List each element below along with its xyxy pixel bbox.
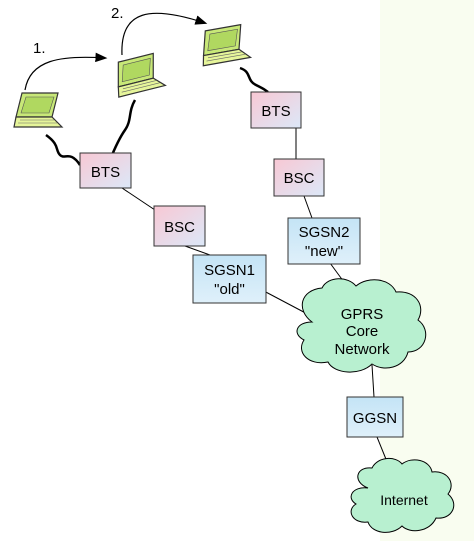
bts-right-node: BTS xyxy=(250,91,302,129)
step-1-label: 1. xyxy=(33,40,46,57)
laptop-icon-1 xyxy=(13,92,64,128)
bsc-left-node: BSC xyxy=(153,205,206,247)
background-wash xyxy=(380,0,474,541)
sgsn2-node: SGSN2 "new" xyxy=(287,217,361,265)
core-label-line1: GPRS xyxy=(341,306,384,323)
bts-right-label: BTS xyxy=(261,103,290,120)
internet-label: Internet xyxy=(380,492,428,508)
sgsn2-label-line2: "new" xyxy=(305,243,343,260)
link-bts-bsc-left xyxy=(121,187,159,213)
step-2-label: 2. xyxy=(111,5,124,22)
sgsn1-node: SGSN1 "old" xyxy=(192,254,267,304)
cable-laptop1-bts xyxy=(45,133,82,166)
internet-cloud: Internet xyxy=(350,458,455,533)
cable-laptop3-bts xyxy=(239,66,269,94)
core-label-line2: Core xyxy=(346,323,379,340)
step-1-arrow xyxy=(24,52,108,91)
bsc-left-label: BSC xyxy=(164,219,195,236)
link-bsc-sgsn1 xyxy=(184,245,211,256)
bts-left-node: BTS xyxy=(79,152,132,189)
step-2-arrow xyxy=(121,12,208,56)
core-label-line3: Network xyxy=(334,341,390,358)
laptop-icon-2 xyxy=(117,52,167,98)
sgsn2-label-line1: SGSN2 xyxy=(299,224,350,241)
gprs-core-cloud: GPRS Core Network xyxy=(296,278,427,373)
ggsn-node: GGSN xyxy=(346,396,404,438)
bts-left-label: BTS xyxy=(91,164,120,181)
cable-laptop2-bts xyxy=(108,99,137,161)
link-core-ggsn xyxy=(371,364,375,398)
sgsn1-label-line2: "old" xyxy=(214,281,245,298)
sgsn1-label-line1: SGSN1 xyxy=(204,262,255,279)
link-bsc-sgsn2 xyxy=(303,195,313,219)
bsc-right-node: BSC xyxy=(273,158,325,197)
bsc-right-label: BSC xyxy=(284,170,315,187)
laptop-icon-3 xyxy=(202,23,253,67)
ggsn-label: GGSN xyxy=(353,410,397,427)
